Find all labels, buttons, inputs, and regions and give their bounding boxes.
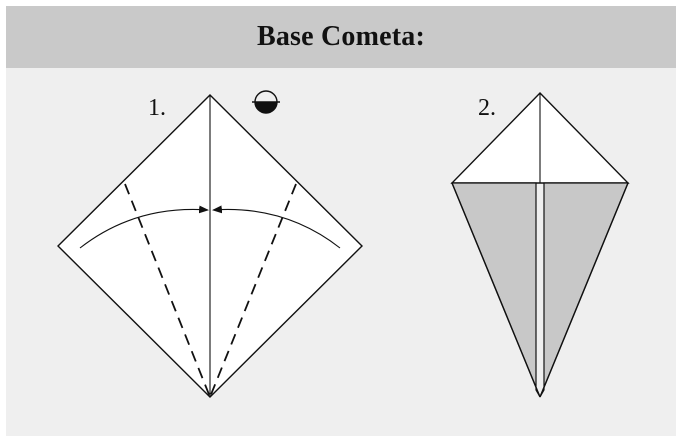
step-1-number: 1. xyxy=(148,95,166,121)
kite-right-edge xyxy=(539,182,629,398)
kite-left-edge xyxy=(451,182,541,398)
turn-over-icon xyxy=(252,90,280,114)
step-1: 1. xyxy=(57,90,363,398)
fold-arrow-right-icon xyxy=(212,205,341,249)
valley-fold-left xyxy=(124,183,211,398)
step-2-number: 2. xyxy=(478,95,496,121)
page-title: Base Cometa: xyxy=(256,21,426,52)
title-bar: Base Cometa: xyxy=(6,6,676,68)
step-2: 2. xyxy=(450,91,630,398)
diagram-panel: Base Cometa: 1. 2. xyxy=(6,6,676,436)
fold-arrow-left-icon xyxy=(79,205,209,249)
valley-fold-right xyxy=(209,183,297,398)
